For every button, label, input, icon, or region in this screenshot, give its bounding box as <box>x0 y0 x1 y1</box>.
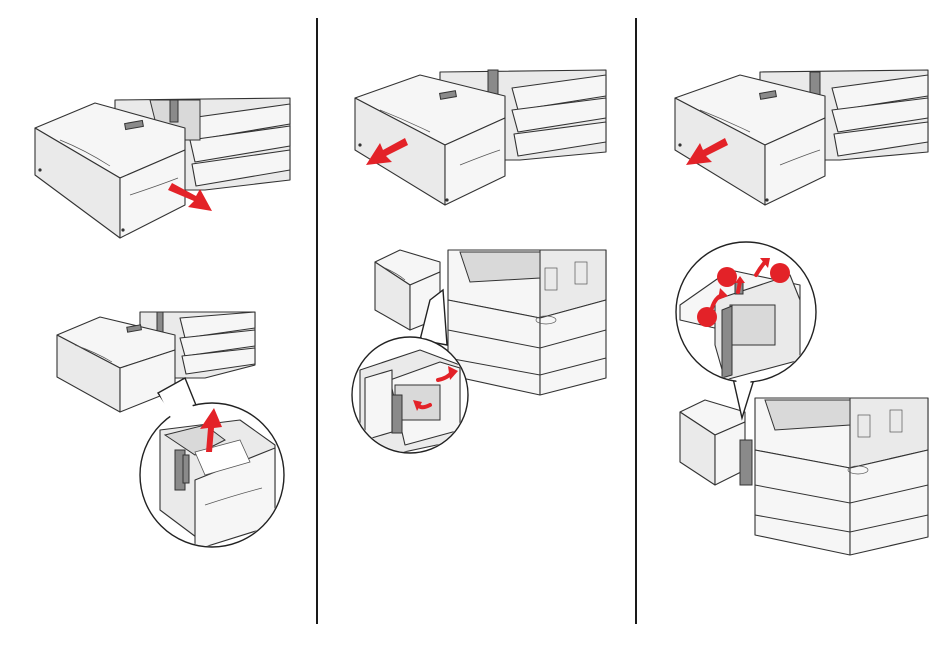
panel-2-step-1-tray-pull <box>355 70 606 205</box>
latch-marker-red-dot <box>697 307 717 327</box>
panel-1-step-2-remove-paper <box>57 312 284 550</box>
panel-1-step-1-tray-pull <box>35 98 290 238</box>
latch-marker-red-dot <box>770 263 790 283</box>
latch-marker-red-dot <box>717 267 737 287</box>
panel-3-step-2-release-latches <box>676 242 928 555</box>
panel-3-step-1-tray-pull <box>675 70 928 205</box>
panel-2-step-2-open-door <box>352 250 606 455</box>
